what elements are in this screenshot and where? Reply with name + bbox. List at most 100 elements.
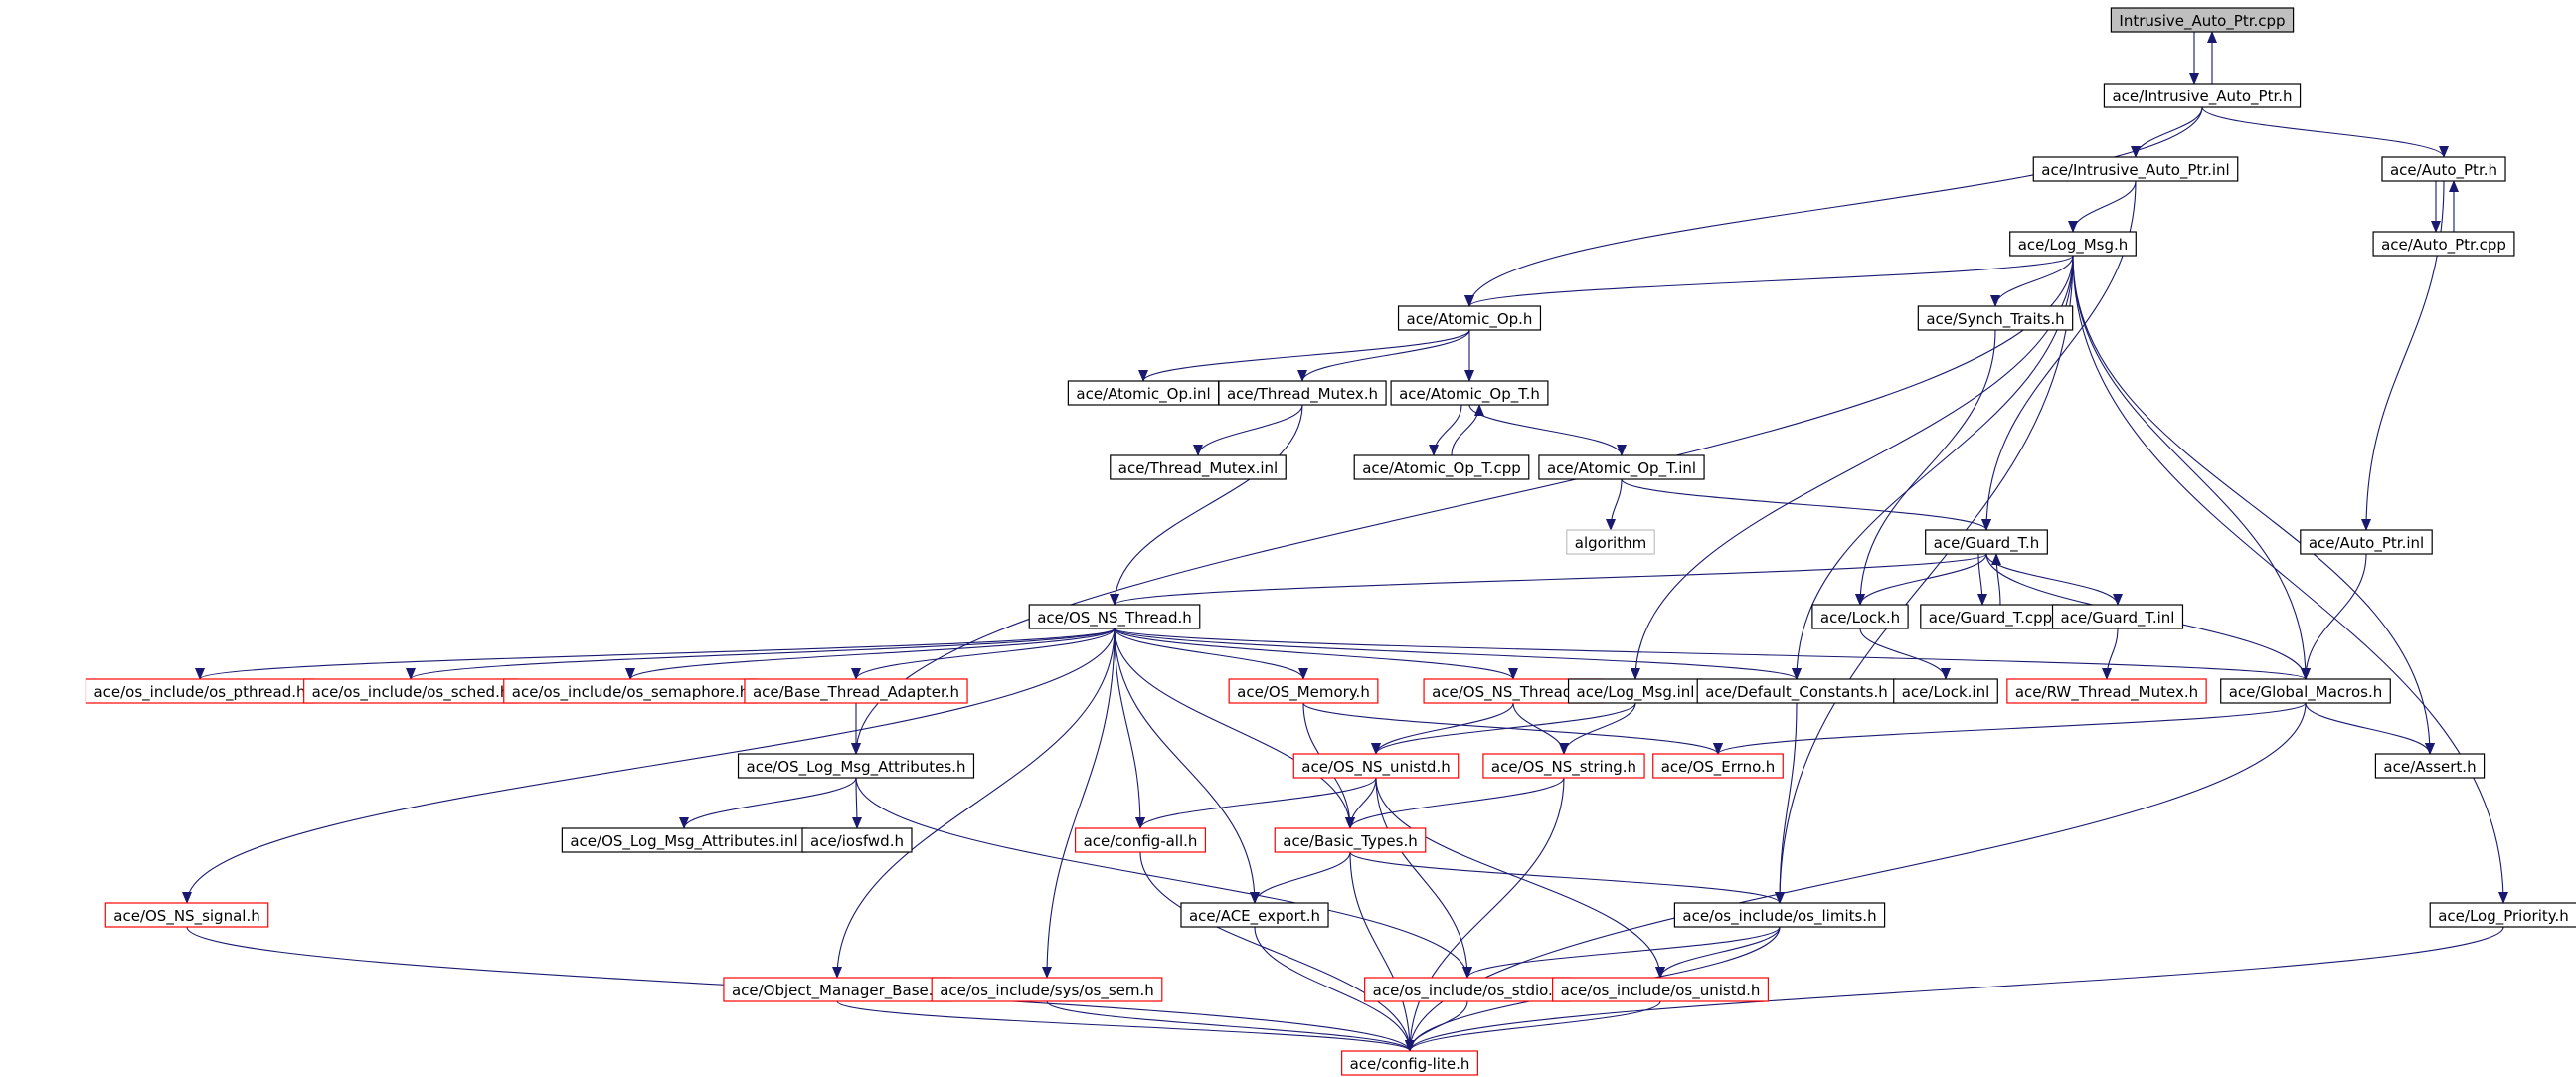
node-synchtraits-h[interactable]: ace/Synch_Traits.h [1917, 305, 2074, 331]
node-box [1925, 529, 2048, 555]
node-logmsg-inl[interactable]: ace/Log_Msg.inl [1567, 678, 1704, 704]
node-box [2110, 7, 2295, 33]
node-label: ace/os_include/sys/os_sem.h [940, 982, 1154, 1000]
edge-osnsthread-h-to-base-thread-adapter [851, 628, 1116, 680]
node-label: ace/os_include/os_pthread.h [93, 683, 305, 702]
node-os-limits[interactable]: ace/os_include/os_limits.h [1673, 902, 1886, 928]
node-os-pthread[interactable]: ace/os_include/os_pthread.h [85, 678, 315, 704]
node-label: ace/Atomic_Op.inl [1076, 385, 1210, 404]
edge-atomicopt-cpp-to-atomicopt-h [1451, 404, 1484, 456]
node-label: ace/config-lite.h [1350, 1055, 1470, 1073]
node-box [1218, 380, 1387, 406]
node-box [1028, 604, 1201, 629]
node-threadmutex-inl[interactable]: ace/Thread_Mutex.inl [1110, 454, 1287, 480]
node-label: ace/Intrusive_Auto_Ptr.h [2112, 88, 2292, 106]
node-label: ace/Synch_Traits.h [1926, 310, 2064, 329]
node-guardt-inl[interactable]: ace/Guard_T.inl [2051, 604, 2184, 629]
node-assert-h[interactable]: ace/Assert.h [2374, 753, 2486, 779]
node-label: ace/Thread_Mutex.h [1227, 385, 1378, 404]
edge-osnsthread-h-to-config-all [1114, 628, 1145, 829]
edge-osnsthread-h-to-default-constants [1114, 628, 1802, 680]
node-box [2300, 529, 2433, 555]
edge-os-log-msg-attr-h-to-iosfwd [851, 777, 862, 829]
node-os-ns-string[interactable]: ace/OS_NS_string.h [1482, 753, 1645, 779]
edge-threadmutex-h-to-threadmutex-inl [1193, 404, 1303, 456]
edge-osnsthread-h-to-global-macros [1114, 628, 2311, 680]
node-os-sem[interactable]: ace/os_include/sys/os_sem.h [931, 977, 1163, 1002]
node-box [1673, 902, 1886, 928]
node-os-ns-unistd[interactable]: ace/OS_NS_unistd.h [1292, 753, 1460, 779]
node-iosfwd[interactable]: ace/iosfwd.h [801, 827, 913, 853]
node-label: ace/Guard_T.cpp [1929, 609, 2052, 628]
node-guardt-cpp[interactable]: ace/Guard_T.cpp [1920, 604, 2061, 629]
edge-os-limits-to-os-unistd [1655, 926, 1781, 979]
node-label: ace/os_include/os_semaphore.h [512, 683, 750, 702]
node-label: ace/OS_Errno.h [1661, 758, 1776, 777]
edge-global-macros-to-assert-h [2305, 702, 2435, 755]
node-object-manager-base[interactable]: ace/Object_Manager_Base.h [723, 977, 951, 1002]
edge-osnsthread-inl-to-os-ns-unistd [1371, 702, 1514, 755]
node-os-ns-signal[interactable]: ace/OS_NS_signal.h [104, 902, 269, 928]
edge-basic-types-to-ace-export [1250, 851, 1351, 904]
edge-guardt-inl-to-rw-thread-mutex [2102, 628, 2119, 680]
node-os-sched[interactable]: ace/os_include/os_sched.h [303, 678, 518, 704]
node-rw-thread-mutex[interactable]: ace/RW_Thread_Mutex.h [2006, 678, 2207, 704]
node-box [1110, 454, 1287, 480]
node-osnsthread-h[interactable]: ace/OS_NS_Thread.h [1028, 604, 1201, 629]
node-threadmutex-h[interactable]: ace/Thread_Mutex.h [1218, 380, 1387, 406]
node-os-errno[interactable]: ace/OS_Errno.h [1652, 753, 1784, 779]
node-atomicop-inl[interactable]: ace/Atomic_Op.inl [1067, 380, 1220, 406]
node-global-macros[interactable]: ace/Global_Macros.h [2220, 678, 2391, 704]
node-ace-export[interactable]: ace/ACE_export.h [1180, 902, 1329, 928]
node-root[interactable]: Intrusive_Auto_Ptr.cpp [2110, 7, 2295, 33]
node-atomicopt-h[interactable]: ace/Atomic_Op_T.h [1390, 380, 1549, 406]
node-logmsg-h[interactable]: ace/Log_Msg.h [2009, 231, 2137, 257]
node-guardt-h[interactable]: ace/Guard_T.h [1925, 529, 2048, 555]
edge-os-log-msg-attr-h-to-os-stdio [855, 777, 1472, 979]
node-basic-types[interactable]: ace/Basic_Types.h [1274, 827, 1427, 853]
node-lock-h[interactable]: ace/Lock.h [1811, 604, 1909, 629]
node-label: ace/Atomic_Op_T.cpp [1362, 459, 1521, 478]
node-atomicop-h[interactable]: ace/Atomic_Op.h [1397, 305, 1542, 331]
edge-logmsg-h-to-os-log-msg-attr-h [851, 255, 2074, 755]
node-box [503, 678, 758, 704]
node-default-constants[interactable]: ace/Default_Constants.h [1696, 678, 1897, 704]
node-os-semaphore[interactable]: ace/os_include/os_semaphore.h [503, 678, 758, 704]
node-os-stdio[interactable]: ace/os_include/os_stdio.h [1364, 977, 1571, 1002]
edge-os-ns-string-to-config-lite [1405, 777, 1565, 1052]
node-box [737, 753, 975, 779]
edge-iap-inl-to-logmsg-h [2068, 180, 2137, 233]
edge-os-ns-string-to-basic-types [1345, 777, 1565, 829]
node-atomicopt-cpp[interactable]: ace/Atomic_Op_T.cpp [1353, 454, 1530, 480]
node-label: ace/OS_Memory.h [1237, 683, 1370, 702]
node-box [2032, 156, 2239, 182]
node-lock-inl[interactable]: ace/Lock.inl [1893, 678, 1998, 704]
node-autoptr-h[interactable]: ace/Auto_Ptr.h [2381, 156, 2506, 182]
node-box [1390, 380, 1549, 406]
node-autoptr-inl[interactable]: ace/Auto_Ptr.inl [2300, 529, 2433, 555]
node-iap-inl[interactable]: ace/Intrusive_Auto_Ptr.inl [2032, 156, 2239, 182]
node-config-lite[interactable]: ace/config-lite.h [1341, 1050, 1478, 1076]
node-os-log-msg-attr-inl[interactable]: ace/OS_Log_Msg_Attributes.inl [561, 827, 807, 853]
edge-log-priority-to-config-lite [1405, 926, 2504, 1052]
node-autoptr-cpp[interactable]: ace/Auto_Ptr.cpp [2372, 231, 2515, 257]
node-atomicopt-inl[interactable]: ace/Atomic_Op_T.inl [1538, 454, 1705, 480]
node-base-thread-adapter[interactable]: ace/Base_Thread_Adapter.h [744, 678, 968, 704]
node-box [1567, 678, 1704, 704]
node-iap-h[interactable]: ace/Intrusive_Auto_Ptr.h [2103, 83, 2302, 108]
nodes-layer: Intrusive_Auto_Ptr.cpp ace/Intrusive_Auto… [85, 7, 2576, 1076]
node-os-log-msg-attr-h[interactable]: ace/OS_Log_Msg_Attributes.h [737, 753, 975, 779]
node-algorithm[interactable]: algorithm [1566, 529, 1655, 555]
edge-logmsg-h-to-atomicop-h [1464, 255, 2074, 307]
edge-os-log-msg-attr-h-to-os-log-msg-attr-inl [679, 777, 857, 829]
node-os-unistd[interactable]: ace/os_include/os_unistd.h [1552, 977, 1769, 1002]
node-label: ace/Guard_T.h [1934, 534, 2040, 553]
node-log-priority[interactable]: ace/Log_Priority.h [2429, 902, 2576, 928]
node-label: ace/config-all.h [1084, 832, 1198, 850]
edge-guardt-cpp-to-guardt-h [1991, 553, 2002, 606]
node-label: ace/Assert.h [2383, 758, 2476, 776]
node-os-memory[interactable]: ace/OS_Memory.h [1228, 678, 1379, 704]
node-box [1274, 827, 1427, 853]
node-config-all[interactable]: ace/config-all.h [1074, 827, 1207, 853]
